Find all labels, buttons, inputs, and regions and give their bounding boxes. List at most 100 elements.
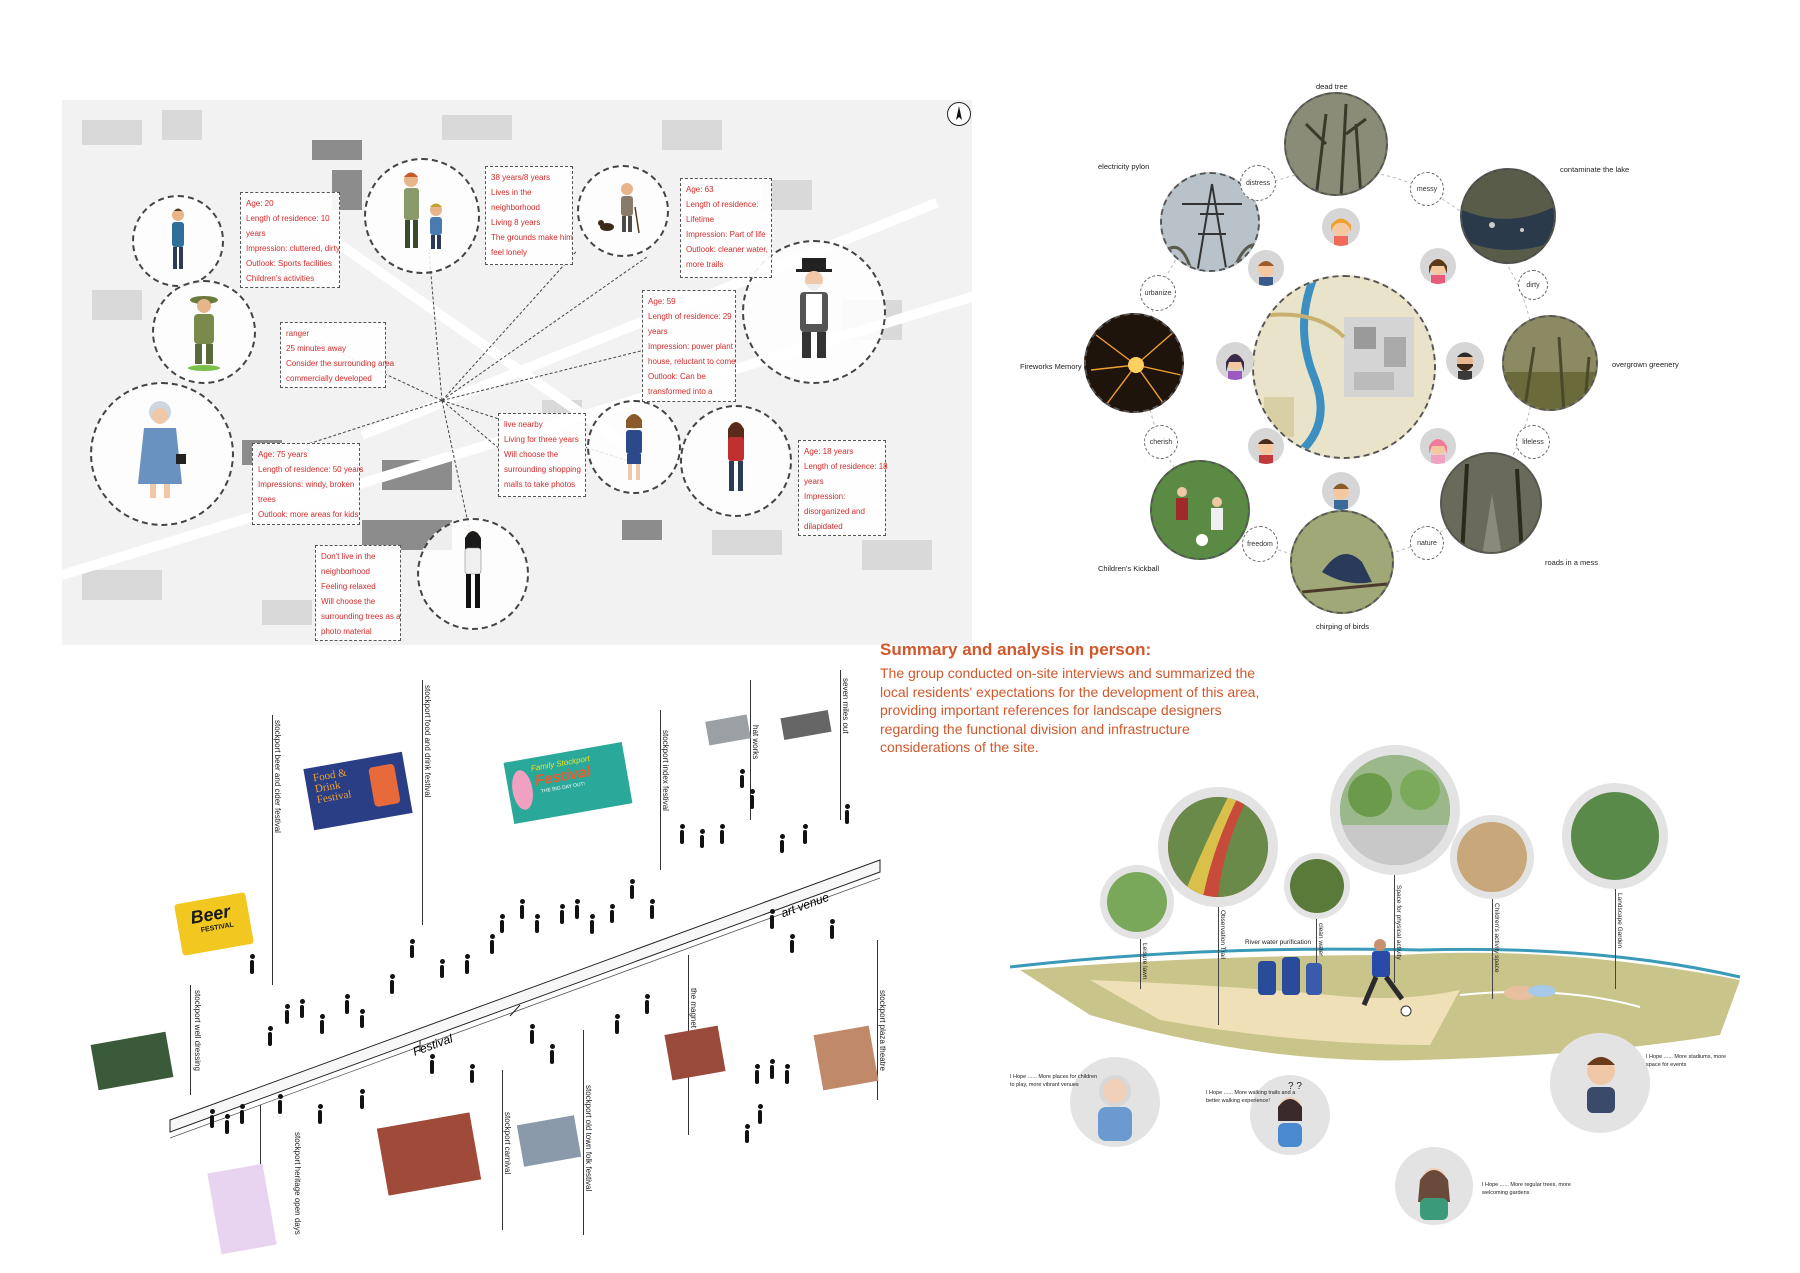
crowd-person [644,994,650,1014]
event-pole [422,680,423,925]
avatar-icon [1446,342,1484,380]
event-label: hat works [751,725,760,760]
children-lying-icon [1504,985,1556,1000]
note-line: Age: 63 [686,185,714,194]
festival-path [169,859,881,1139]
persona-note: live nearby Living for three years Will … [498,413,586,497]
persona-circle [680,405,792,517]
event-label: stockport well dressing [193,990,202,1071]
event-pole [190,985,191,1095]
crowd-person [464,954,470,974]
note-line: years [246,229,266,238]
perception-ring-diagram: dead tree electricity pylon contaminate … [1020,80,1740,640]
note-line: ranger [286,329,310,338]
note-line: Age: 75 years [258,450,308,459]
note-line: Length of residence: [686,200,759,209]
map-building [82,570,162,600]
map-building [662,120,722,150]
note-line: Length of residence: 10 [246,214,330,223]
note-line: dilapidated [804,522,843,531]
note-line: Will choose the [504,450,559,459]
businesswoman-figure-icon [626,414,642,480]
event-label: stockport carnival [503,1112,512,1175]
old-man-with-hat-icon [796,258,832,358]
hope-text: I Hope ...... More walking trails and a … [1206,1090,1296,1104]
event-label: stockport index festival [661,730,670,811]
note-line: house, reluctant to come [648,357,736,366]
note-line: photo material [321,627,372,636]
persona-note: Age: 59 Length of residence: 29 years Im… [642,290,736,402]
chirping-of-birds-label: chirping of birds [1316,622,1369,631]
event-pole [583,1030,584,1235]
note-line: surrounding shopping [504,465,581,474]
observation-trail-photo [1168,797,1268,897]
word-distress: distress [1240,165,1276,201]
ranger-figure-icon [188,296,220,371]
leisure-lawn-photo [1107,872,1167,932]
crowd-person [359,1009,365,1028]
crowd-person [469,1064,475,1083]
avatar-icon [1420,428,1456,464]
persona-note: Don't live in the neighborhood Feeling r… [315,545,401,641]
event-label: stockport beer and cider festival [273,720,282,833]
plaza-theatre-photo [813,1025,879,1091]
amenity-label: River water purification [1245,939,1312,946]
persona-note: 38 years/8 years Lives in the neighborho… [485,166,573,265]
crowd-person [534,914,540,933]
site-plan-icon [1254,277,1434,457]
event-label: stockport plaza theatre [878,990,887,1071]
magnet-freehouse-photo [664,1025,726,1081]
event-pole [750,680,751,820]
crowd-person [779,834,785,853]
event-pole [877,940,878,1100]
note-line: Living 8 years [491,218,541,227]
word-nature: nature [1410,526,1444,560]
event-label: seven miles out [841,678,850,734]
crowd-person [769,909,775,929]
note-line: Feeling relaxed [321,582,376,591]
crowd-person [529,1024,535,1044]
note-line: surrounding trees as a [321,612,401,621]
map-building [162,110,202,140]
crowd-person [649,899,655,919]
note-line: Consider the surrounding area [286,359,395,368]
note-line: years [804,477,824,486]
amenity-pole [1615,889,1616,989]
event-label: stockport old town folk festival [584,1085,593,1192]
site-aerial-circle [1252,275,1436,459]
crowd-person [249,954,255,974]
amenity-pole [1140,939,1141,989]
crowd-person [224,1114,230,1134]
contaminate-lake-photo [1460,168,1556,264]
note-line: Will choose the [321,597,376,606]
avatar-icon [1216,342,1254,380]
amenity-label: Leisure lawn [1141,943,1148,980]
hope-text: I Hope ...... More stadiums, more space … [1646,1054,1727,1068]
questioning-woman-avatar-icon: ? ? [1278,1081,1302,1147]
word-dirty: dirty [1518,270,1548,300]
note-line: live nearby [504,420,543,429]
note-line: malls to take photos [504,480,576,489]
map-building [862,540,932,570]
crowd-person [679,824,685,844]
note-line: Outlook: more areas for kids [258,510,359,519]
persona-note: ranger 25 minutes away Consider the surr… [280,322,395,388]
note-line: Age: 59 [648,297,676,306]
avatar-icon [1248,250,1284,286]
water-purification-tanks-icon [1258,957,1322,995]
surprised-woman-avatar-icon [1418,1168,1450,1220]
persona-note: Age: 20 Length of residence: 10 years Im… [240,192,340,288]
crowd-person [699,829,705,848]
note-line: Children's activities [246,274,315,283]
crowd-person [784,1064,790,1084]
crowd-person [549,1044,555,1064]
north-arrow-icon: N [947,102,971,126]
crowd-person [559,904,565,924]
event-pole [660,710,661,870]
thinking-man-avatar-icon [1098,1075,1132,1141]
amenity-pole [1492,899,1493,999]
crowd-person [629,879,635,899]
persona-circle [152,280,256,384]
note-line: Outlook: Can be [648,372,706,381]
landscape-garden-photo [1571,792,1659,880]
